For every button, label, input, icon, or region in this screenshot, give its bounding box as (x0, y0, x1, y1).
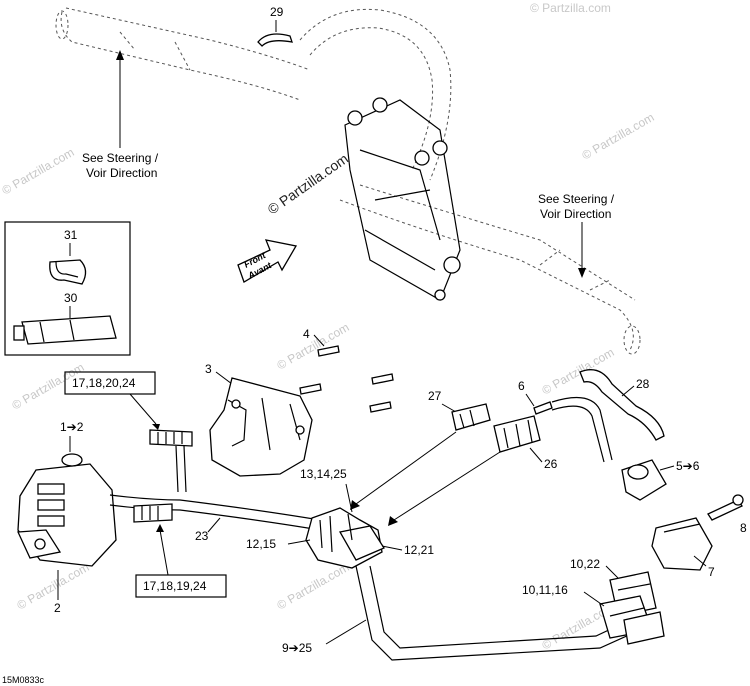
watermark: © Partzilla.com (530, 1, 611, 15)
callout-4: 4 (303, 327, 310, 341)
part-6: 6 (518, 379, 613, 463)
callout-13-14-25: 13,14,25 (300, 467, 347, 481)
callout-1-2: 1➔2 (60, 420, 84, 434)
callout-9-25: 9➔25 (282, 641, 312, 655)
part-5-6: 5➔6 (621, 459, 700, 501)
callout-12-21: 12,21 (404, 543, 434, 557)
callout-10-11-16: 10,11,16 (522, 583, 568, 597)
part-8: 8 (707, 494, 747, 535)
part-4: 4 (299, 327, 394, 413)
steering-note-left-line1: See Steering / (82, 151, 159, 165)
part-28: 28 (579, 369, 665, 441)
steering-note-right-line2: Voir Direction (540, 207, 611, 221)
steering-note-right-line1: See Steering / (538, 192, 615, 206)
switch-assembly: 1➔2 2 (17, 420, 117, 615)
figure-code: 15M0833c (2, 675, 45, 685)
part-26: 26 (493, 415, 558, 471)
callout-box-bottom-text: 17,18,19,24 (143, 579, 207, 593)
watermark: © Partzilla.com (15, 560, 92, 613)
callout-box-top-text: 17,18,20,24 (72, 376, 136, 390)
callout-2: 2 (54, 601, 61, 615)
callout-26: 26 (544, 457, 558, 471)
watermark: © Partzilla.com (275, 560, 352, 613)
callout-3: 3 (205, 362, 212, 376)
callout-box-top: 17,18,20,24 (64, 371, 193, 447)
front-arrow: Front Avant (237, 239, 298, 283)
watermark: © Partzilla.com (580, 110, 657, 163)
inset-box: 31 30 (4, 221, 131, 356)
callout-8: 8 (740, 521, 747, 535)
callout-10-22: 10,22 (570, 557, 600, 571)
callout-29: 29 (270, 5, 284, 19)
part-29: 29 (257, 5, 293, 47)
callout-5-6: 5➔6 (676, 459, 700, 473)
steering-note-left: See Steering / Voir Direction (82, 50, 159, 180)
callout-30: 30 (64, 291, 78, 305)
steering-note-left-line2: Voir Direction (86, 166, 157, 180)
callout-31: 31 (64, 228, 78, 242)
connector-cluster: 10,22 10,11,16 (522, 557, 665, 645)
callout-box-bottom: 17,18,19,24 (135, 524, 227, 598)
callout-12-15: 12,15 (246, 537, 276, 551)
callout-23: 23 (195, 529, 209, 543)
part-3: 3 (205, 362, 313, 477)
callout-7: 7 (708, 565, 715, 579)
callout-27: 27 (428, 389, 442, 403)
harness-23: 23 (109, 445, 321, 543)
callout-28: 28 (636, 377, 650, 391)
watermark: © Partzilla.com (0, 145, 77, 198)
handlebar (55, 7, 641, 355)
part-7: 7 (651, 517, 715, 579)
callout-6: 6 (518, 379, 525, 393)
part-27: 27 (428, 389, 491, 431)
watermark: © Partzilla.com (275, 320, 352, 373)
connector-block: 13,14,25 12,15 12,21 (246, 431, 501, 569)
watermark-main: © Partzilla.com (265, 150, 351, 217)
steering-mount (344, 97, 461, 301)
steering-note-right: See Steering / Voir Direction (538, 192, 615, 278)
